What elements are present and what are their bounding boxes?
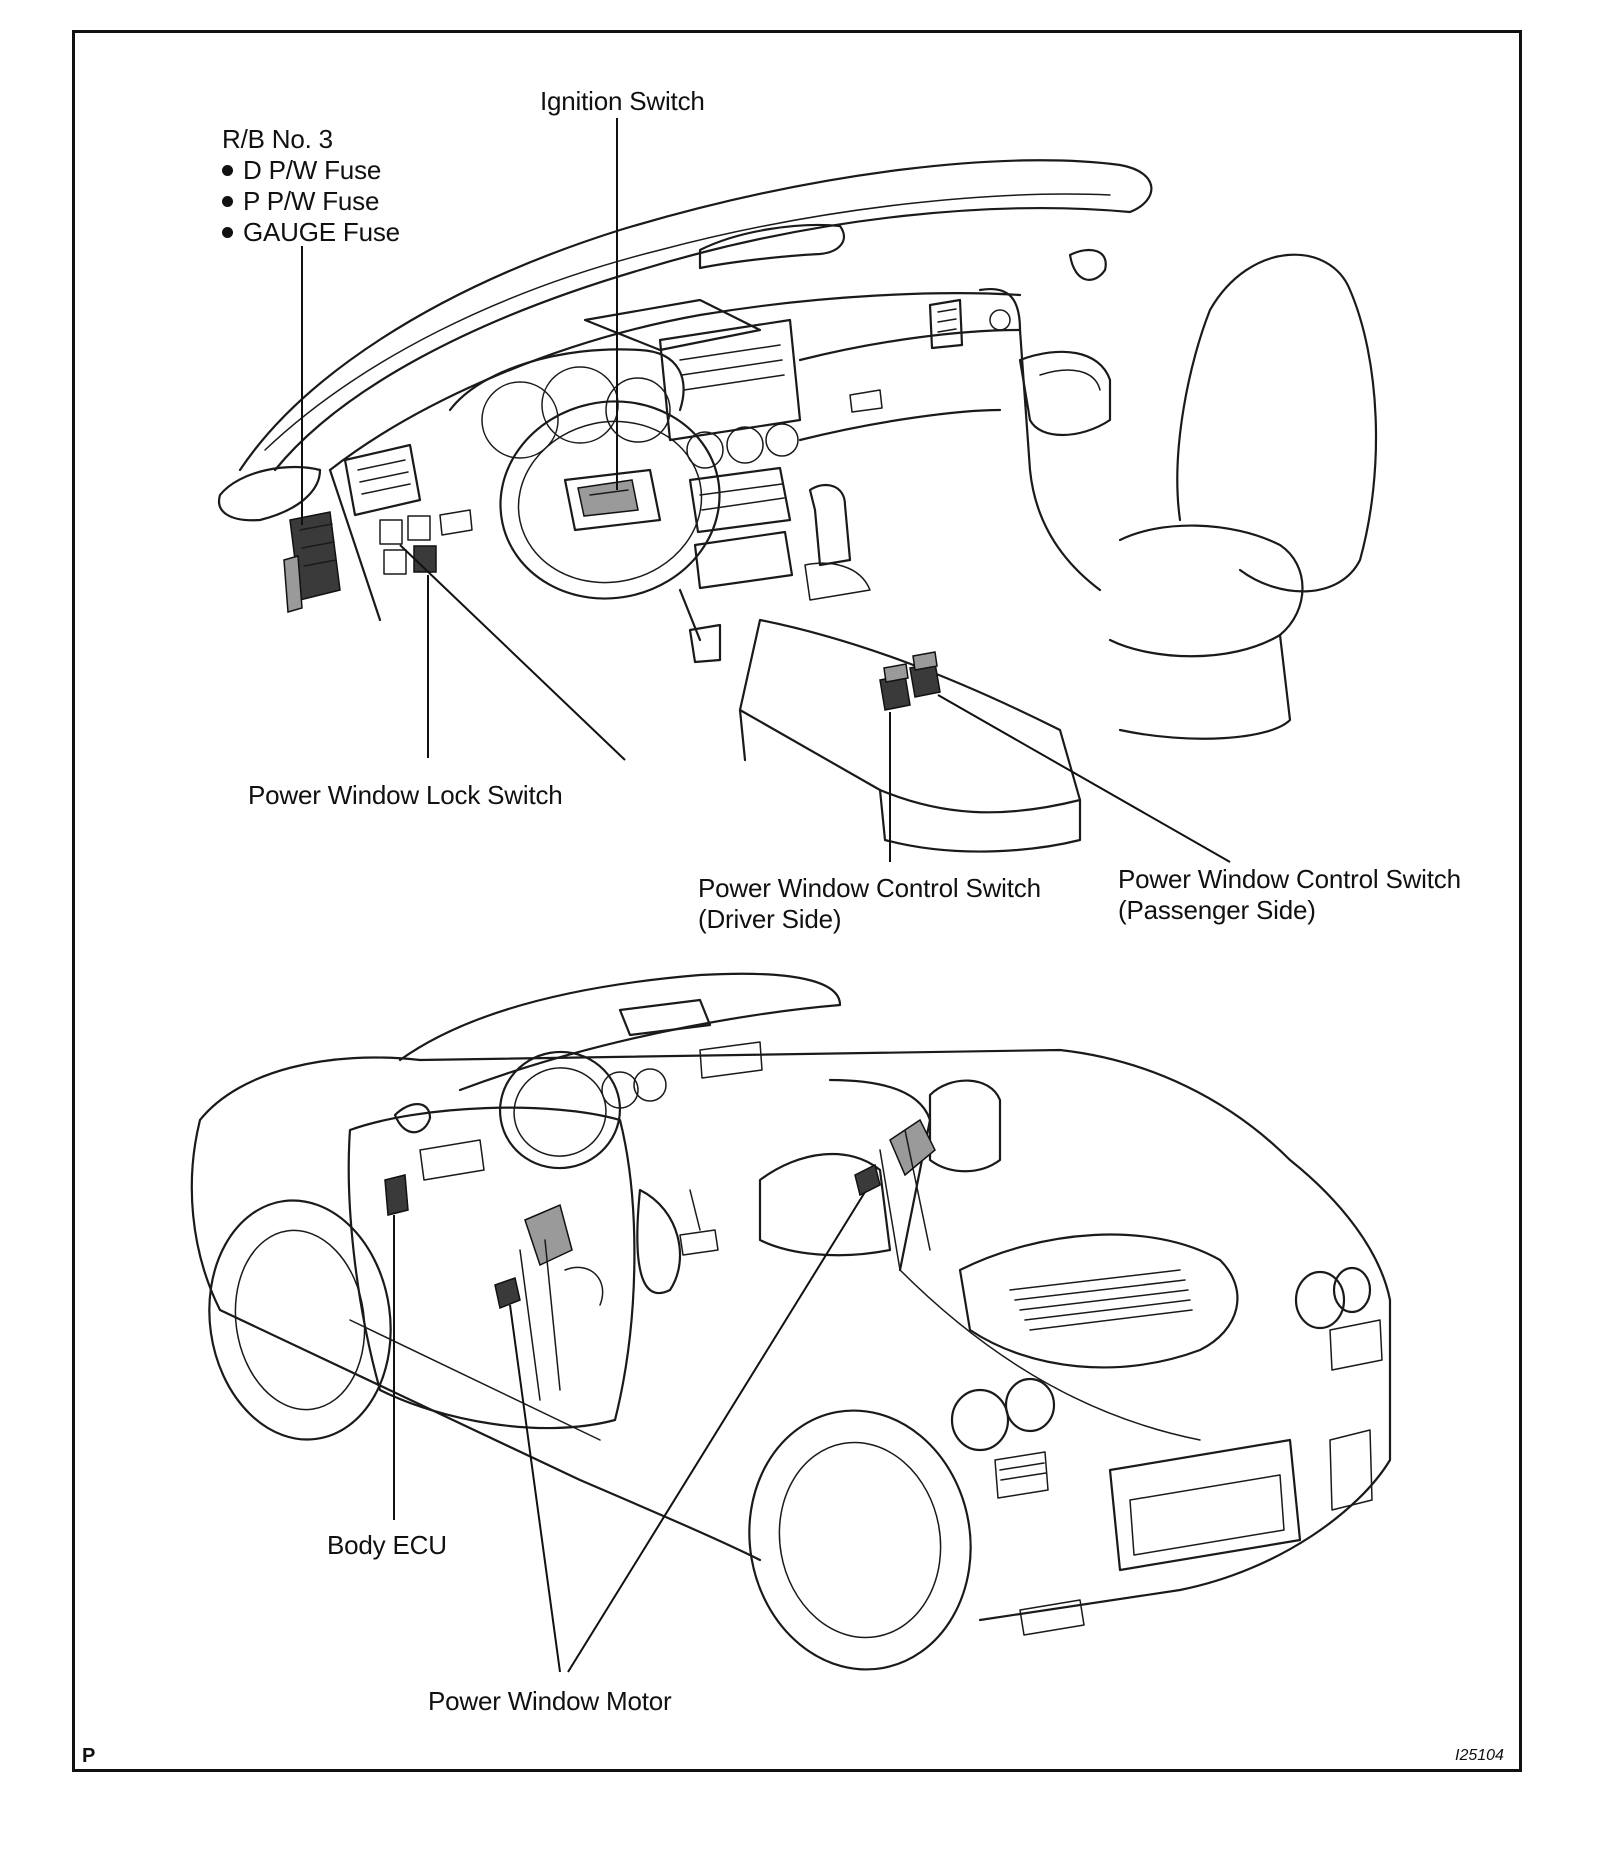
relay-block-item: GAUGE Fuse <box>222 217 400 248</box>
control-switch-passenger-line2: (Passenger Side) <box>1118 895 1316 925</box>
control-switch-passenger-line1: Power Window Control Switch <box>1118 864 1461 894</box>
relay-block-item: P P/W Fuse <box>222 186 400 217</box>
control-switch-driver-line1: Power Window Control Switch <box>698 873 1041 903</box>
relay-block-label: R/B No. 3 D P/W Fuse P P/W Fuse GAUGE Fu… <box>222 124 400 248</box>
diagram-frame <box>72 30 1522 1772</box>
power-window-motor-label: Power Window Motor <box>428 1686 672 1717</box>
ignition-switch-text: Ignition Switch <box>540 86 705 116</box>
corner-mark-right: I25104 <box>1455 1747 1504 1764</box>
relay-block-item: D P/W Fuse <box>222 155 400 186</box>
leader-motor-left <box>509 1304 561 1673</box>
corner-mark-left: P <box>82 1745 96 1767</box>
bullet-icon <box>222 165 233 176</box>
body-ecu-text: Body ECU <box>327 1530 447 1560</box>
relay-block-title: R/B No. 3 <box>222 124 333 154</box>
body-ecu-label: Body ECU <box>327 1530 447 1561</box>
ignition-switch-label: Ignition Switch <box>540 86 705 117</box>
car-illustration <box>190 972 1392 1671</box>
control-switch-driver-line2: (Driver Side) <box>698 904 842 934</box>
power-window-motor-text: Power Window Motor <box>428 1686 672 1716</box>
leader-lock-switch-diagonal <box>399 544 626 761</box>
leader-motor-right <box>567 1191 866 1673</box>
power-window-lock-switch-text: Power Window Lock Switch <box>248 780 563 810</box>
bullet-icon <box>222 196 233 207</box>
leader-lines <box>301 118 1231 1673</box>
power-window-lock-switch-label: Power Window Lock Switch <box>248 780 563 811</box>
control-switch-passenger-label: Power Window Control Switch (Passenger S… <box>1118 864 1461 926</box>
leader-control-switch-passenger <box>937 694 1231 863</box>
control-switch-driver-label: Power Window Control Switch (Driver Side… <box>698 873 1041 935</box>
bullet-icon <box>222 227 233 238</box>
dashboard-illustration <box>217 159 1378 853</box>
